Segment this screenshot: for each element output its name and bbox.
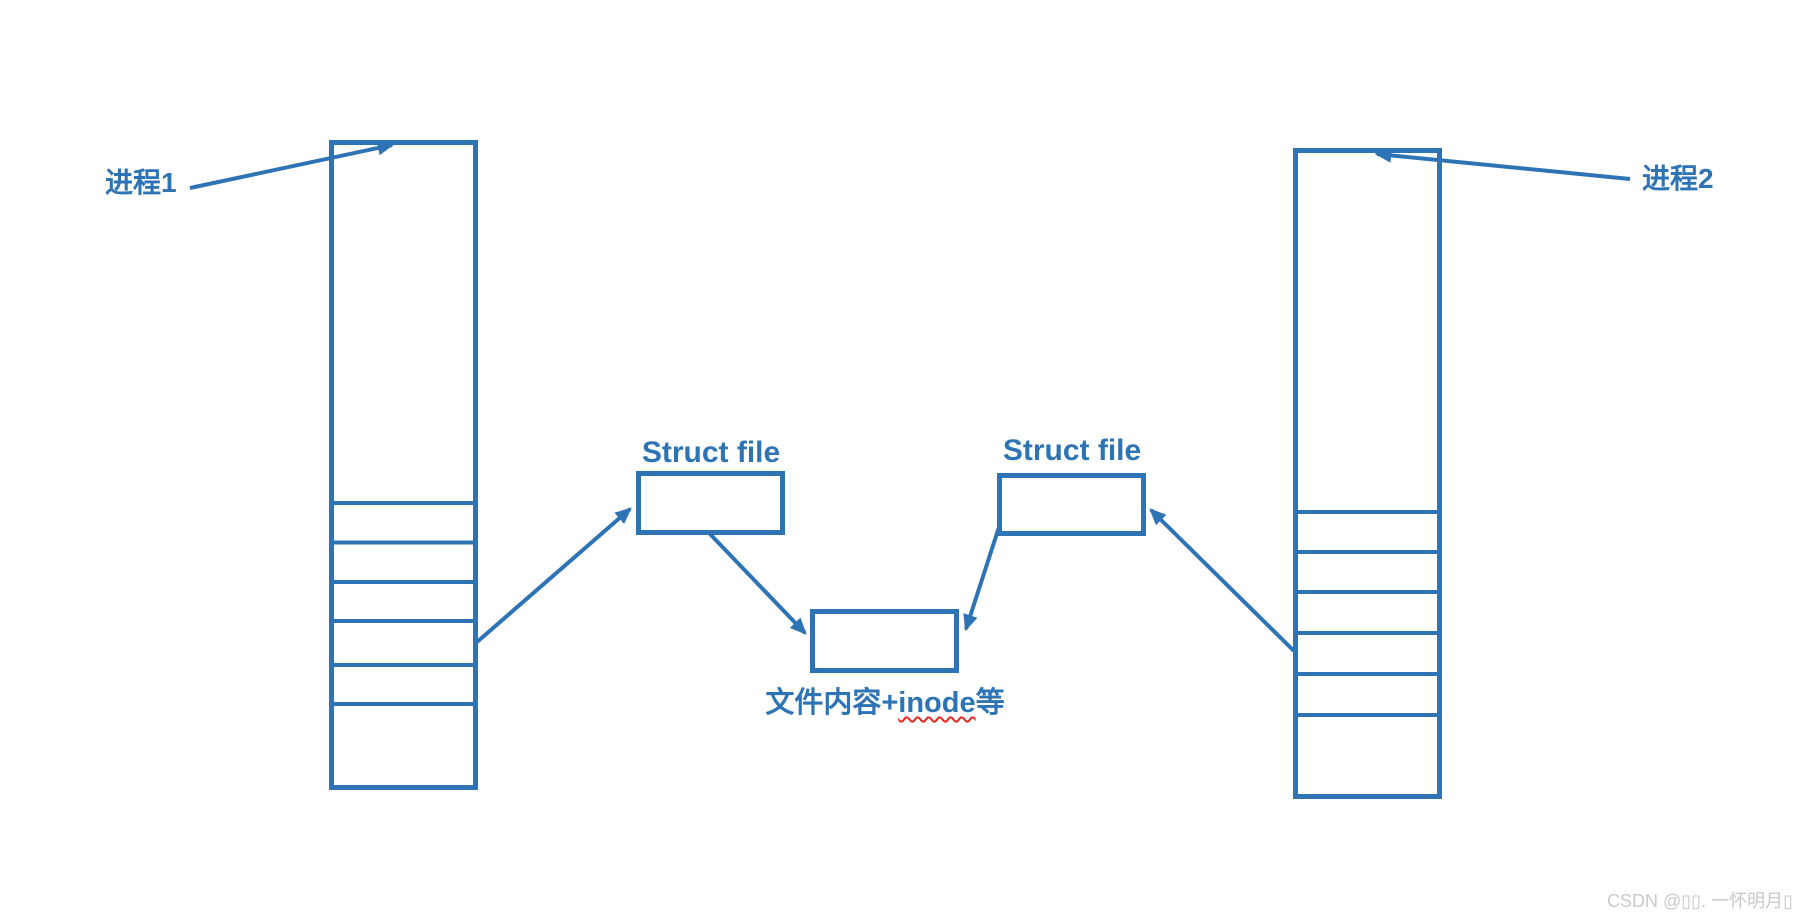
struct-file-right-label: Struct file [1002,434,1142,467]
process2-label: 进程2 [1642,163,1714,194]
arrow-process2-label-to-table [1374,148,1631,181]
process1-label: 进程1 [105,167,177,198]
file-content-inode-label-word: inode [898,687,976,719]
arrow-table1-to-struct-file-left [475,507,632,644]
inode-box [810,609,959,673]
struct-file-left-label: Struct file [641,436,781,469]
process2-fd-table [1293,148,1442,799]
process1-fd-table [329,140,478,790]
arrow-struct-file-right-to-inode [963,523,1002,632]
file-content-inode-label-prefix: 文件内容+ [765,687,899,719]
process2-fd-table-rows [1295,510,1440,717]
file-content-inode-label: 文件内容+inode等 [734,687,1036,720]
struct-file-box-right [997,473,1146,536]
arrow-struct-file-left-to-inode [708,532,807,635]
file-content-inode-label-suffix: 等 [975,687,1005,719]
process1-fd-table-rows [331,501,476,706]
arrow-process1-label-to-table [189,140,395,190]
csdn-watermark: CSDN @▯▯. 一怀明月▯ [1607,891,1793,911]
arrow-table2-to-struct-file-right [1149,508,1296,653]
struct-file-box-left [636,471,785,535]
